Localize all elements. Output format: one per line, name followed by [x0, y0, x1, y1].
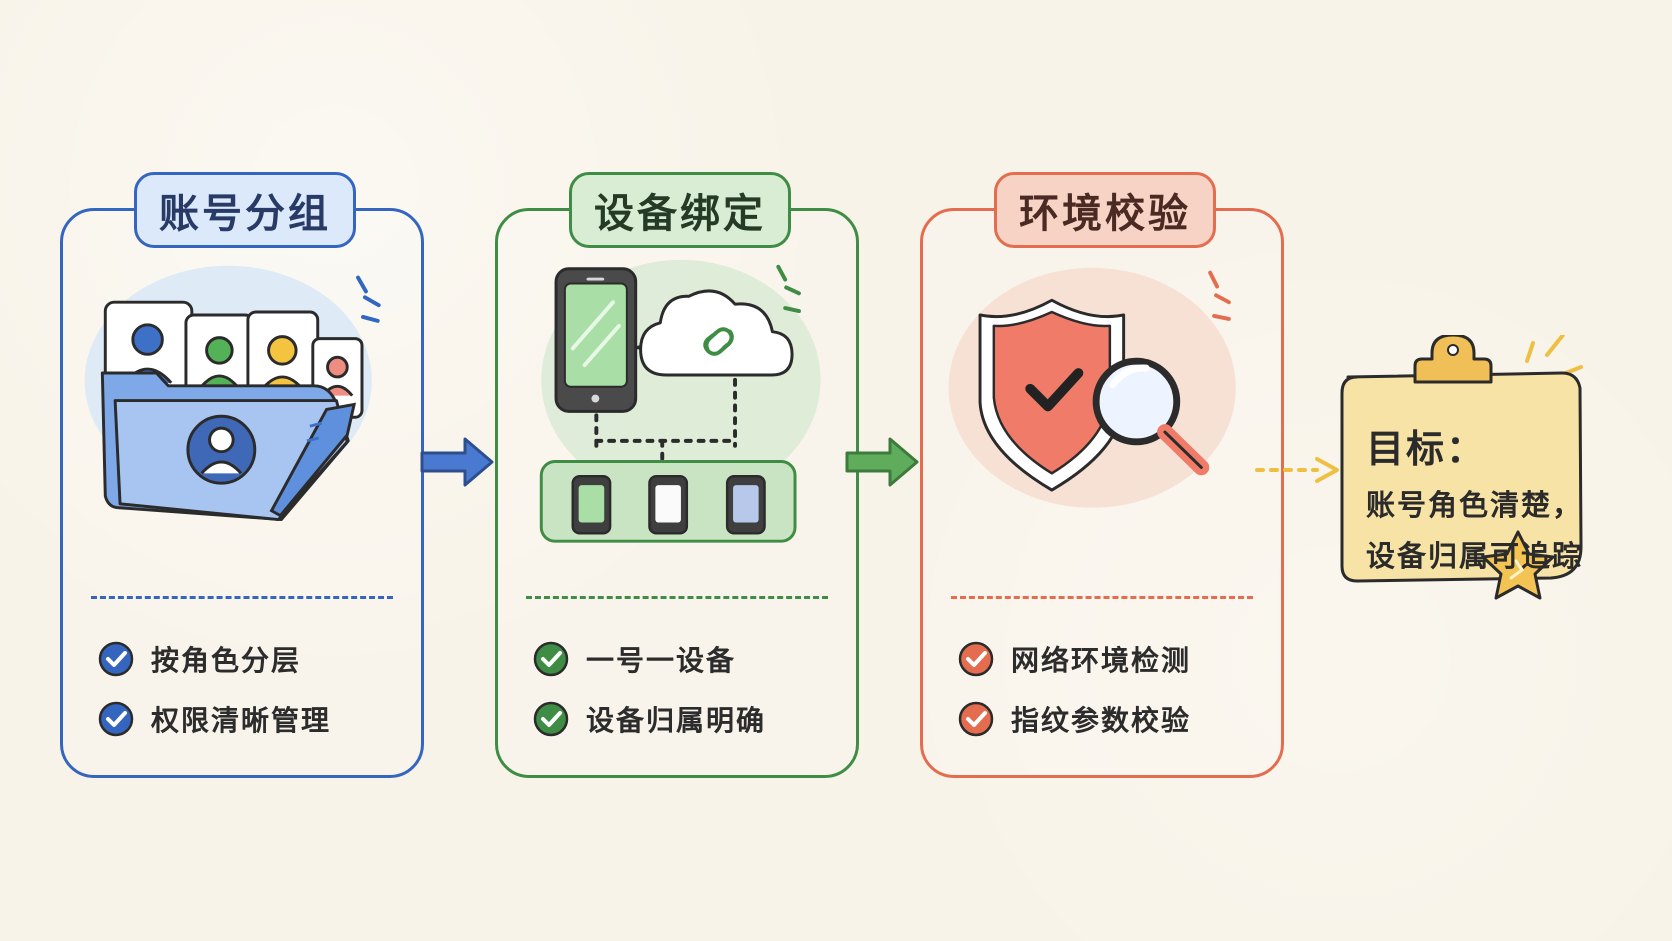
account-grouping-features: 按角色分层 权限清晰管理 [97, 629, 331, 749]
cloud-link-icon [639, 289, 794, 377]
clipboard-icon [1340, 335, 1583, 600]
alert-lines-icon [1525, 335, 1583, 379]
check-icon [532, 640, 570, 678]
account-grouping-illustration [84, 265, 381, 522]
panel-divider [91, 596, 393, 599]
feature-label: 按角色分层 [151, 644, 302, 677]
alert-lines-icon [356, 275, 381, 323]
panel-divider [526, 596, 828, 599]
check-icon [532, 700, 570, 738]
environment-check-panel: 环境校验 [920, 172, 1284, 778]
goal-title: 目标： [1366, 427, 1487, 471]
folder-icon [100, 371, 357, 522]
shield-check-icon [978, 298, 1126, 492]
check-icon [957, 640, 995, 678]
feature-item: 设备归属明确 [532, 689, 766, 749]
feature-label: 网络环境检测 [1011, 644, 1192, 677]
star-icon [1481, 530, 1555, 600]
device-binding-panel: 设备绑定 [495, 172, 859, 778]
feature-label: 权限清晰管理 [151, 704, 332, 737]
panel-divider [951, 596, 1253, 599]
device-binding-title: 设备绑定 [569, 172, 791, 248]
magnifier-icon [1092, 357, 1210, 476]
feature-item: 按角色分层 [97, 629, 331, 689]
flow-arrow-icon [845, 437, 919, 487]
account-grouping-title: 账号分组 [134, 172, 356, 248]
feature-label: 设备归属明确 [586, 704, 767, 737]
feature-item: 指纹参数校验 [957, 689, 1191, 749]
feature-label: 指纹参数校验 [1011, 704, 1192, 737]
check-icon [97, 640, 135, 678]
feature-item: 权限清晰管理 [97, 689, 331, 749]
goal-line: 设备归属可追踪 [1366, 539, 1584, 573]
goal-card: 目标： 账号角色清楚， 设备归属可追踪 [1335, 335, 1610, 631]
feature-label: 一号一设备 [586, 644, 737, 677]
environment-check-features: 网络环境检测 指纹参数校验 [957, 629, 1191, 749]
phone-icon [554, 267, 638, 413]
flow-arrow-icon [420, 437, 494, 487]
dashed-arrow-icon [1255, 457, 1339, 483]
check-icon [97, 700, 135, 738]
environment-check-illustration [948, 267, 1236, 508]
alert-lines-icon [1208, 270, 1231, 321]
device-binding-illustration [539, 259, 821, 543]
alert-lines-icon [776, 264, 801, 314]
check-icon [957, 700, 995, 738]
device-group-icon [539, 460, 797, 543]
account-grouping-panel: 账号分组 [60, 172, 424, 778]
feature-item: 一号一设备 [532, 629, 766, 689]
goal-line: 账号角色清楚， [1366, 488, 1584, 522]
environment-check-title: 环境校验 [994, 172, 1216, 248]
device-binding-features: 一号一设备 设备归属明确 [532, 629, 766, 749]
feature-item: 网络环境检测 [957, 629, 1191, 689]
